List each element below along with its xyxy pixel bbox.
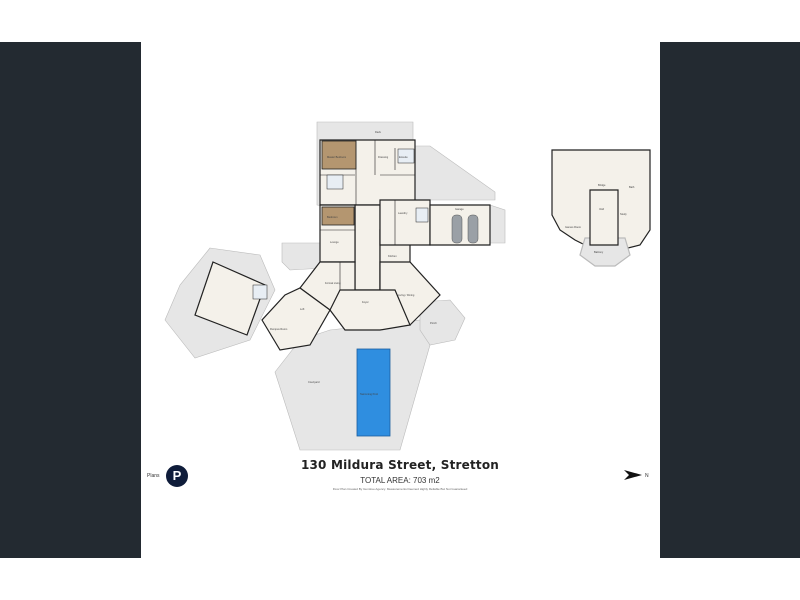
room-label-garage: Garage <box>455 207 464 211</box>
upper-floor <box>551 149 651 267</box>
rumpus-block <box>261 287 331 351</box>
room-label-void: Void <box>599 207 605 211</box>
room-label-loft: Loft <box>300 307 305 311</box>
room-label-porch: Porch <box>430 321 437 325</box>
property-address-title: 130 Mildura Street, Stretton <box>300 458 500 472</box>
room-label-ensuite: Ensuite <box>399 155 408 159</box>
ensuite-tile <box>397 148 415 164</box>
room-label-foyer: Foyer <box>362 300 369 304</box>
room-label-balcony: Balcony <box>594 250 604 254</box>
garage-side <box>489 204 506 244</box>
room-label-pool: Swimming Pool <box>360 392 378 396</box>
room-label-bedroom: Bedroom <box>327 215 338 219</box>
central-hall <box>354 204 381 291</box>
swimming-pool <box>356 348 391 437</box>
garage-cars <box>451 214 479 244</box>
car-icon <box>467 214 479 244</box>
disclaimer-text: Floor Plan Created By Gumtree Agency. Me… <box>332 487 468 491</box>
room-label-living-dining: Living / Dining <box>398 293 415 297</box>
laundry-tile <box>415 207 429 223</box>
rumpus-bath-tile <box>252 284 268 300</box>
room-label-master-bedroom: Master Bedroom <box>327 155 346 159</box>
north-arrow-icon <box>624 470 642 480</box>
car-icon <box>451 214 463 244</box>
room-label-lounge: Lounge <box>330 240 339 244</box>
room-label-formal-living: Formal Living <box>325 281 341 285</box>
room-labels: Deck Master Bedroom Dressing Ensuite Bed… <box>270 130 635 396</box>
room-label-dressing: Dressing <box>378 155 389 159</box>
room-label-games: Games Room <box>565 225 581 229</box>
room-label-courtyard: Courtyard <box>308 380 320 384</box>
detached-rumpus <box>194 261 266 336</box>
upper-void <box>589 189 619 246</box>
laundry-block <box>379 199 431 246</box>
room-label-bridge: Bridge <box>598 183 606 187</box>
porch-area <box>419 299 466 346</box>
side-paving <box>281 242 326 271</box>
room-label-bath: Bath <box>629 185 635 189</box>
master-bedroom-floor <box>321 140 357 170</box>
room-label-kitchen: Kitchen <box>388 254 397 258</box>
logo-label: Plans <box>147 473 160 479</box>
left-dark-band <box>0 42 141 558</box>
room-label-deck: Deck <box>375 130 382 134</box>
room-label-laundry: Laundry <box>398 211 408 215</box>
total-area-text: TOTAL AREA: 703 m2 <box>360 476 440 485</box>
interior-walls <box>320 140 415 290</box>
plans-logo-icon: P <box>166 465 188 487</box>
bath-tile <box>326 174 344 190</box>
right-dark-band <box>660 42 800 558</box>
room-label-rumpus: Rumpus Room <box>270 327 287 331</box>
bedroom-floor <box>321 206 355 226</box>
north-label: N <box>645 473 649 479</box>
room-label-study: Study <box>620 212 627 216</box>
